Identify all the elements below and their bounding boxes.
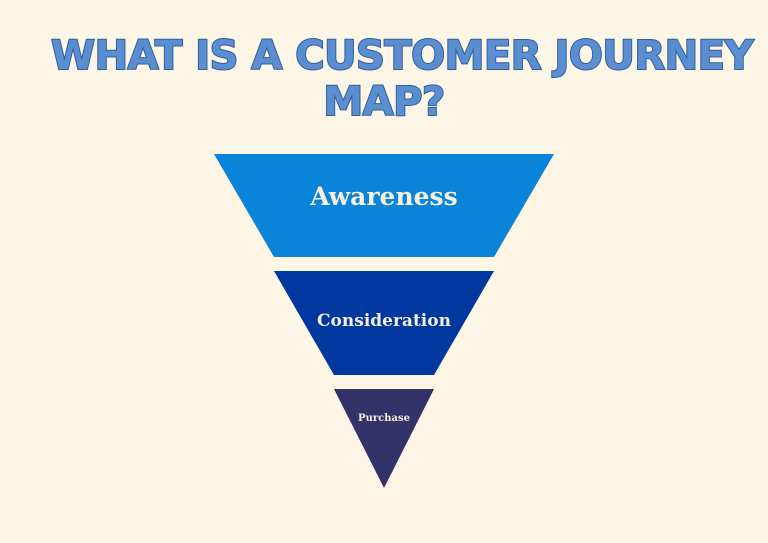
stage-label-consideration: Consideration <box>317 311 451 331</box>
funnel-stage-awareness <box>214 154 554 257</box>
page-title-continued: MAP? <box>322 79 446 125</box>
funnel-stage-purchase <box>334 389 434 488</box>
page-title: WHAT IS A CUSTOMER JOURNEY <box>50 33 754 79</box>
stage-label-purchase: Purchase <box>358 413 410 424</box>
funnel-stage-consideration <box>274 271 494 375</box>
stage-label-awareness: Awareness <box>310 182 458 211</box>
